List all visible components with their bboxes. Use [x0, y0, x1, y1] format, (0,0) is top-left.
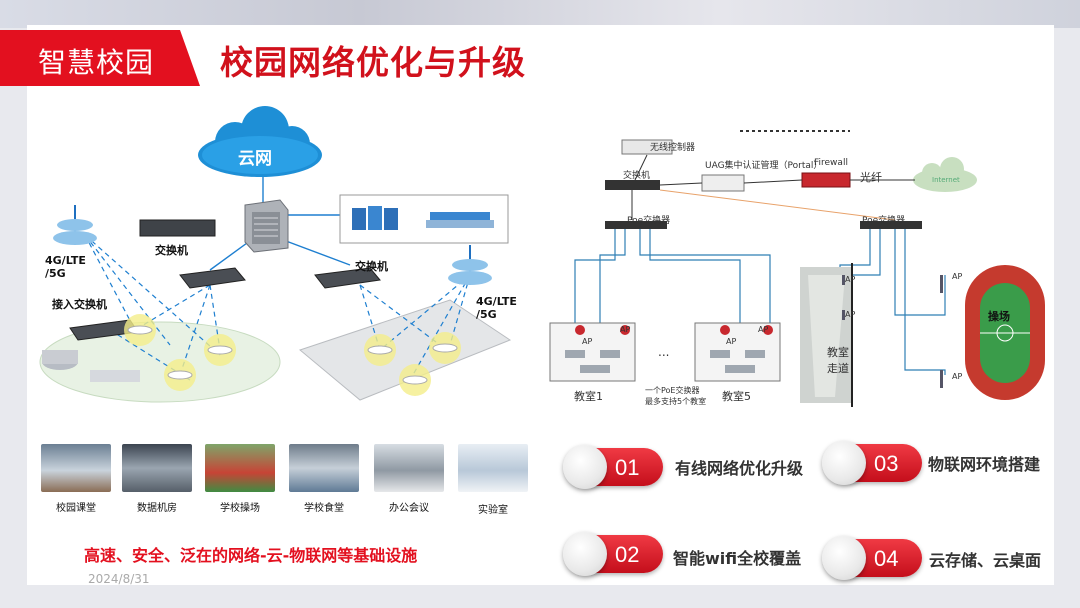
core-switch-right-icon	[605, 180, 660, 190]
pill-knob	[563, 532, 607, 576]
photo-canteen	[289, 444, 359, 492]
page-title: 校园网络优化与升级	[220, 36, 526, 84]
feature-text-01: 有线网络优化升级	[675, 455, 803, 479]
cloud-label: 云网	[238, 144, 272, 169]
ap-label-c5b: AP	[758, 325, 768, 334]
ap-label-corridor-top: AP	[845, 275, 855, 284]
access-switch-label: 接入交换机	[52, 296, 107, 312]
classroom-5-label: 教室5	[722, 388, 751, 404]
storage-array-icon	[426, 212, 494, 228]
photo-label-canteen: 学校食堂	[284, 499, 364, 514]
sports-field-image	[965, 265, 1045, 400]
core-switch-right-label: 交换机	[623, 168, 650, 181]
feature-number: 01	[615, 455, 639, 481]
ap-label-field-top: AP	[952, 272, 962, 281]
poe-note-line2: 最多支持5个教室	[645, 396, 706, 407]
firewall-icon	[802, 173, 850, 187]
ap-label-field-bottom: AP	[952, 372, 962, 381]
feature-text-03: 物联网环境搭建	[928, 451, 1040, 475]
photo-classroom	[41, 444, 111, 492]
aggregation-switch-icon	[180, 268, 245, 288]
field-label: 操场	[988, 308, 1010, 324]
feature-pill-01: 01	[567, 448, 663, 486]
header-label: 智慧校园	[38, 41, 154, 81]
classroom-ellipsis: ...	[658, 345, 669, 359]
cell-tower-left-icon	[53, 205, 97, 245]
photo-label-sports-field: 学校操场	[200, 499, 280, 514]
feature-pill-04: 04	[826, 539, 922, 577]
feature-text-02: 智能wifi全校覆盖	[673, 545, 801, 569]
photo-data-room	[122, 444, 192, 492]
photo-sports-field	[205, 444, 275, 492]
server-rack-icon	[352, 206, 398, 230]
feature-number: 03	[874, 451, 898, 477]
pole-ap-icons	[842, 275, 943, 388]
uag-label: UAG集中认证管理（Portal）	[705, 158, 822, 171]
pill-knob	[563, 445, 607, 489]
corridor-label: 教室 走道	[827, 344, 849, 376]
photo-label-meeting: 办公会议	[369, 499, 449, 514]
campus-network-diagram	[30, 100, 530, 420]
tower-left-label: 4G/LTE /5G	[45, 254, 85, 280]
firewall-label: Firewall	[814, 158, 848, 168]
photo-lab	[458, 444, 528, 492]
ap-label-c1a: AP	[582, 337, 592, 346]
photo-label-classroom: 校园课堂	[36, 499, 116, 514]
ap-label-corridor-bottom: AP	[845, 310, 855, 319]
feature-number: 02	[615, 542, 639, 568]
switch-right-label: 交换机	[355, 258, 388, 274]
photo-meeting	[374, 444, 444, 492]
switch-top-label: 交换机	[155, 242, 188, 258]
internet-cloud-icon	[913, 157, 977, 192]
infrastructure-tagline: 高速、安全、泛在的网络-云-物联网等基础设施	[84, 542, 417, 566]
feature-number: 04	[874, 546, 898, 572]
fiber-label: 光纤	[860, 169, 882, 185]
switch-top-icon	[140, 220, 215, 236]
background-banner	[0, 0, 1080, 28]
feature-text-04: 云存储、云桌面	[929, 547, 1041, 571]
poe-right-label: Poe交换器	[862, 213, 905, 226]
core-switch-icon	[245, 200, 288, 252]
photo-label-data-room: 数据机房	[117, 499, 197, 514]
photo-label-lab: 实验室	[453, 501, 533, 516]
tower-right-label: 4G/LTE /5G	[476, 295, 516, 321]
wireless-controller-label: 无线控制器	[650, 140, 695, 153]
feature-pill-03: 03	[826, 444, 922, 482]
poe-left-label: Poe交换器	[627, 213, 670, 226]
cell-tower-right-icon	[448, 245, 492, 285]
uag-icon	[702, 175, 744, 191]
ap-label-c5a: AP	[726, 337, 736, 346]
poe-note-line1: 一个PoE交换器	[645, 385, 700, 396]
ap-label-c1b: AP	[620, 325, 630, 334]
slide-date: 2024/8/31	[88, 572, 150, 586]
pill-knob	[822, 441, 866, 485]
pill-knob	[822, 536, 866, 580]
classroom-1-label: 教室1	[574, 388, 603, 404]
internet-label: Internet	[932, 176, 960, 184]
feature-pill-02: 02	[567, 535, 663, 573]
